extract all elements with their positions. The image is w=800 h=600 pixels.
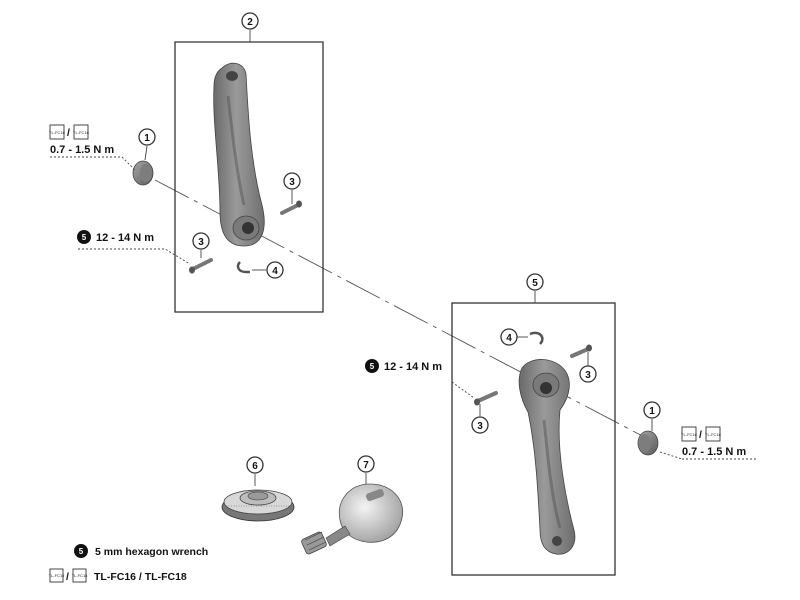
callout-3-left-upper: 3 xyxy=(283,172,301,190)
svg-text:TL-FC16: TL-FC16 xyxy=(49,573,66,578)
callout-4-left: 4 xyxy=(266,261,284,279)
svg-text:3: 3 xyxy=(289,177,295,188)
crank-cap-icon xyxy=(637,430,659,456)
callout-3-right-upper: 3 xyxy=(579,365,597,383)
tool-icon-tl-fc18-left: TL-FC18 xyxy=(73,124,90,140)
cap-install-tool-icon xyxy=(221,489,295,522)
callout-6: 6 xyxy=(246,456,264,474)
hex-badge-left: 5 xyxy=(77,230,91,244)
pinch-bolt-icon xyxy=(570,344,592,358)
stopper-plate-icon xyxy=(529,331,544,345)
torque-bolt-left: 12 - 14 N m xyxy=(96,232,154,244)
tool-icon-tl-fc16-left: TL-FC16 xyxy=(49,124,66,140)
callout-3-right-lower: 3 xyxy=(471,416,489,434)
svg-text:3: 3 xyxy=(198,237,204,248)
hex-badge-legend: 5 xyxy=(74,544,88,558)
callout-4-right: 4 xyxy=(500,328,518,346)
svg-text:TL-FC18: TL-FC18 xyxy=(705,432,722,437)
svg-text:4: 4 xyxy=(506,333,512,344)
bearing-adjust-tool-icon xyxy=(301,483,404,555)
svg-text:1: 1 xyxy=(144,133,150,144)
legend-tools: TL-FC16 / TL-FC18 xyxy=(94,571,187,583)
torque-cap-right: 0.7 - 1.5 N m xyxy=(682,446,746,458)
callout-5: 5 xyxy=(526,273,544,291)
tool-icon-tl-fc18-right: TL-FC18 xyxy=(705,426,722,442)
svg-text:4: 4 xyxy=(272,266,278,277)
right-crank-frame xyxy=(451,302,616,576)
hex-badge-right: 5 xyxy=(365,359,379,373)
svg-text:5: 5 xyxy=(370,362,375,371)
left-crank-arm-icon xyxy=(213,62,265,247)
crank-cap-icon xyxy=(132,160,154,186)
torque-cap-left: 0.7 - 1.5 N m xyxy=(50,144,114,156)
svg-text:TL-FC16: TL-FC16 xyxy=(681,432,698,437)
svg-text:6: 6 xyxy=(252,461,258,472)
legend-hex-wrench: 5 mm hexagon wrench xyxy=(95,546,208,558)
tool-icon-tl-fc16-legend: TL-FC16 xyxy=(49,568,66,583)
right-crank-arm-icon xyxy=(518,359,576,555)
svg-text:TL-FC18: TL-FC18 xyxy=(73,130,90,135)
svg-text:3: 3 xyxy=(585,370,591,381)
svg-text:2: 2 xyxy=(247,17,253,28)
pinch-bolt-icon xyxy=(474,391,498,406)
callout-2: 2 xyxy=(241,12,259,30)
svg-text:TL-FC18: TL-FC18 xyxy=(72,573,89,578)
callout-1-left: 1 xyxy=(138,128,156,146)
svg-text:5: 5 xyxy=(532,278,538,289)
callout-1-right: 1 xyxy=(643,401,661,419)
svg-text:5: 5 xyxy=(82,233,87,242)
svg-text:7: 7 xyxy=(363,460,369,471)
svg-text:3: 3 xyxy=(477,421,483,432)
legend-icon-separator: / xyxy=(66,571,69,583)
tool-icon-separator-right: / xyxy=(699,429,702,441)
pinch-bolt-icon xyxy=(280,200,302,215)
tool-icon-tl-fc18-legend: TL-FC18 xyxy=(72,568,89,583)
torque-bolt-right: 12 - 14 N m xyxy=(384,361,442,373)
callout-3-left-lower: 3 xyxy=(192,232,210,250)
svg-text:TL-FC16: TL-FC16 xyxy=(49,130,66,135)
callout-7: 7 xyxy=(357,455,375,473)
tool-icon-separator-left: / xyxy=(67,127,70,139)
svg-text:5: 5 xyxy=(79,547,84,556)
svg-text:1: 1 xyxy=(649,406,655,417)
pinch-bolt-icon xyxy=(189,258,213,274)
left-crank-frame xyxy=(174,41,324,313)
tool-icon-tl-fc16-right: TL-FC16 xyxy=(681,426,698,442)
stopper-plate-icon xyxy=(236,261,250,274)
